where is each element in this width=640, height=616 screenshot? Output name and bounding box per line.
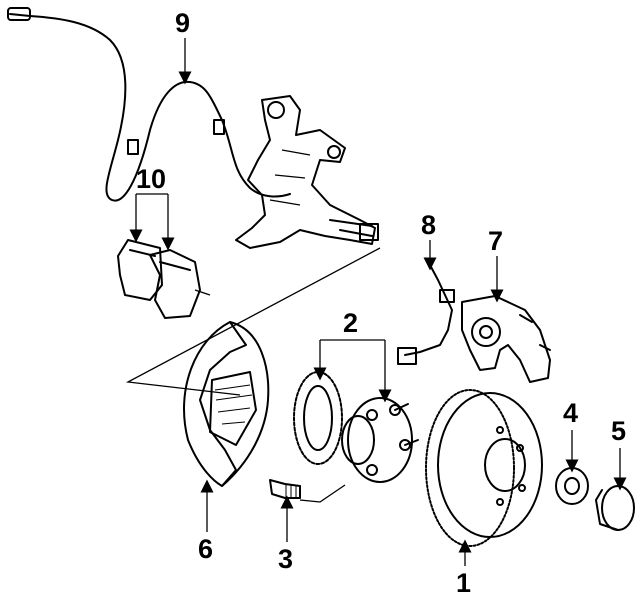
callout-6: 6	[198, 534, 213, 564]
callout-1: 1	[456, 568, 471, 598]
callout-4: 4	[563, 398, 578, 428]
callout-leaders	[129, 38, 627, 566]
callout-7: 7	[488, 226, 503, 256]
brake-hose-drawing	[397, 264, 455, 365]
callout-8: 8	[421, 210, 436, 240]
hub-drawing	[341, 397, 419, 483]
wheel-stud-drawing	[269, 479, 301, 499]
callout-5: 5	[611, 416, 626, 446]
caliper-drawing	[461, 295, 551, 383]
brake-pads-drawing	[117, 239, 211, 319]
callout-3: 3	[278, 544, 293, 574]
brake-rotor-drawing	[425, 389, 543, 547]
abs-sensor-wire-drawing	[7, 7, 291, 202]
steering-knuckle-drawing	[235, 95, 379, 249]
callout-10: 10	[136, 164, 166, 194]
assembly-guide-lines	[125, 247, 381, 503]
callout-labels: 9 10 8 7 2 4 5 6 3 1	[136, 8, 626, 598]
callout-9: 9	[175, 8, 190, 38]
splash-shield-drawing	[183, 321, 270, 487]
lock-nut-drawing	[555, 467, 589, 505]
dust-cap-drawing	[595, 485, 635, 531]
callout-2: 2	[343, 308, 358, 338]
tone-ring-drawing	[293, 371, 343, 465]
